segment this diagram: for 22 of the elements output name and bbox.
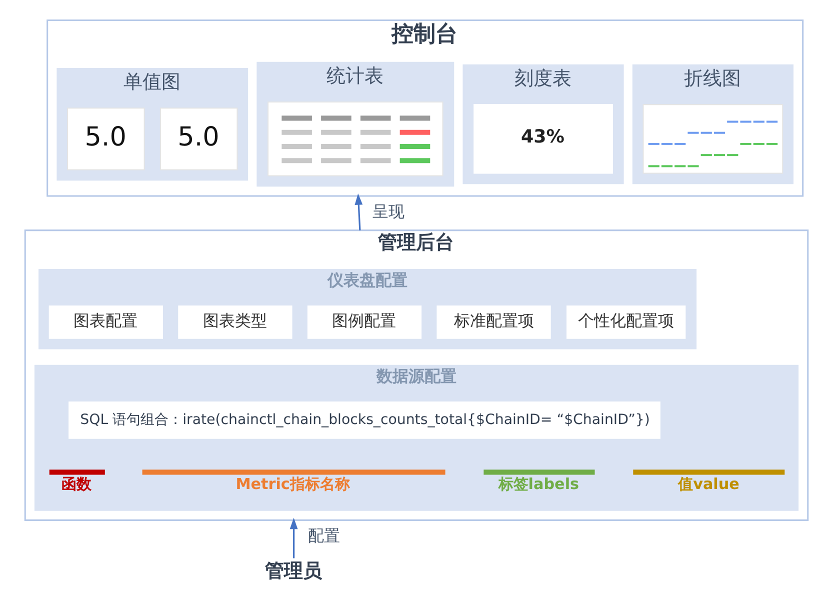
edge-label: 配置 xyxy=(307,526,340,546)
node-picture xyxy=(267,102,443,176)
cluster: 折线图 xyxy=(632,64,793,184)
node-box: 5.0 xyxy=(159,108,238,170)
node-box: 5.0 xyxy=(66,108,144,170)
arrow xyxy=(289,518,298,558)
node-box: 图例配置 xyxy=(306,306,422,339)
node-picture xyxy=(642,104,783,174)
edge-label: 呈现 xyxy=(372,202,404,221)
node-box: SQL 语句组合：irate(chainctl_chain_blocks_counts_total{$ChainID= “$ChainID”}) xyxy=(68,402,660,439)
node-box: 标准配置项 xyxy=(436,306,550,339)
node-box: 个性化配置项 xyxy=(566,306,686,339)
legend-label: Metric指标名称 xyxy=(235,474,350,493)
legend-label: 函数 xyxy=(60,474,91,493)
legend-label: 值value xyxy=(678,474,739,493)
node-box: 图表配置 xyxy=(48,306,162,339)
arrow xyxy=(354,194,362,230)
legend-label: 标签labels xyxy=(498,474,579,493)
cluster: 统计表 xyxy=(256,62,454,187)
node-box: 43% xyxy=(473,104,612,174)
node-text: 管理员 xyxy=(264,558,322,582)
node-box: 图表类型 xyxy=(178,306,292,339)
